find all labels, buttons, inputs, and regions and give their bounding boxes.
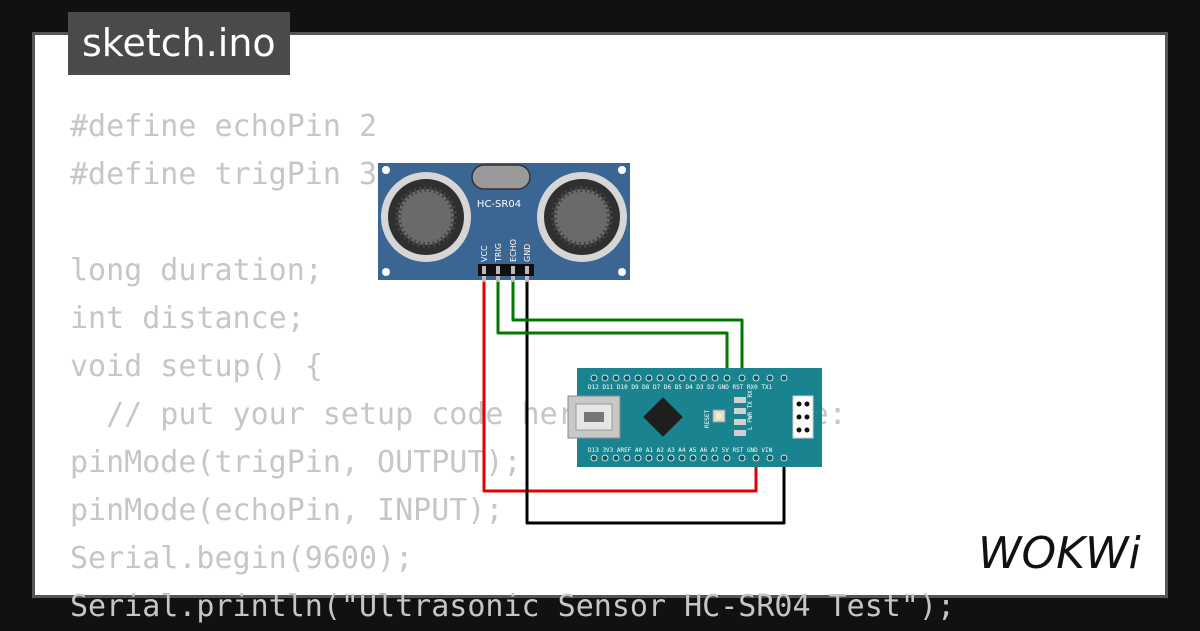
wire-gnd[interactable] (525, 280, 786, 525)
top-pin-labels: D12 D11 D10 D9 D8 D7 D6 D5 D4 D3 D2 GND … (588, 384, 773, 391)
status-leds (734, 397, 746, 436)
icsp-header (792, 395, 814, 439)
file-tab[interactable]: sketch.ino (68, 12, 290, 75)
usb-connector (567, 395, 621, 439)
pin-label-vcc: VCC (480, 245, 489, 262)
bottom-pin-labels: D13 3V3 AREF A0 A1 A2 A3 A4 A5 A6 A7 5V … (588, 447, 773, 454)
wire-vcc[interactable] (482, 280, 758, 493)
pin-label-gnd: GND (523, 244, 532, 262)
code-line: Serial.println("Ultrasonic Sensor HC-SR0… (70, 589, 956, 624)
code-line: void setup() { (70, 349, 323, 384)
reset-label: RESET (704, 410, 711, 428)
code-line: int distance; (70, 301, 305, 336)
code-line: #define trigPin 3 (70, 157, 378, 192)
code-line: #define echoPin 2 (70, 109, 378, 144)
code-line: pinMode(echoPin, INPUT); (70, 493, 504, 528)
code-editor: #define echoPin 2 #define trigPin 3 long d… (70, 103, 955, 631)
sensor-model-label: HC-SR04 (477, 199, 521, 210)
wokwi-logo: WOKWi (978, 528, 1141, 579)
wokwi-logo-text: WOKWi (978, 528, 1141, 579)
pin-label-trig: TRIG (494, 243, 503, 263)
transducer-left (381, 172, 471, 262)
code-line: pinMode(trigPin, OUTPUT); (70, 445, 522, 480)
wires (482, 280, 786, 525)
code-line: long duration; (70, 253, 323, 288)
transducer-right (537, 172, 627, 262)
code-line: Serial.begin(9600); (70, 541, 414, 576)
microcontroller-chip (643, 397, 683, 437)
hc-sr04-sensor[interactable]: HC-SR04 VCC TRIG ECHO GND (378, 163, 630, 282)
led-labels: L PWR TX RX (747, 390, 754, 430)
wire-trig[interactable] (496, 280, 729, 379)
arduino-nano-board[interactable]: D12 D11 D10 D9 D8 D7 D6 D5 D4 D3 D2 GND … (567, 368, 822, 467)
pin-label-echo: ECHO (509, 239, 518, 262)
code-preview-card: #define echoPin 2 #define trigPin 3 long d… (32, 32, 1168, 624)
wire-echo[interactable] (511, 280, 744, 379)
